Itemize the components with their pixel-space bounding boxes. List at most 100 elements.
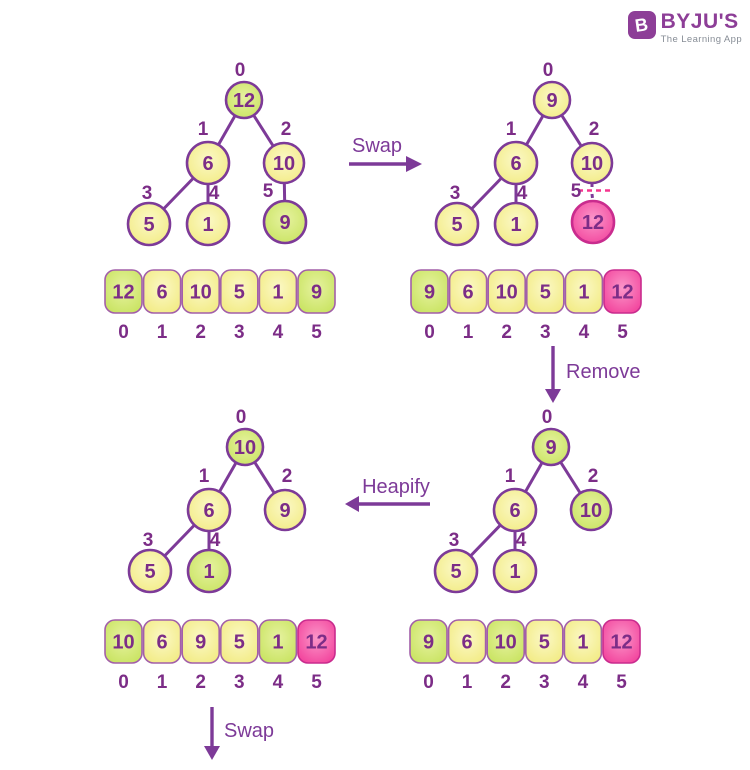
array-cell-value: 9 [311, 282, 322, 304]
array-cell-value: 5 [234, 282, 245, 304]
array-cell-value: 1 [578, 282, 589, 304]
array-index-label: 3 [540, 322, 551, 343]
tree-node [262, 141, 306, 185]
array-cell [563, 619, 603, 664]
array-cell-value: 9 [195, 632, 206, 654]
array-index-label: 2 [195, 672, 206, 693]
arrow-label: Remove [566, 361, 640, 383]
tree-node [185, 201, 231, 247]
tree-node-value: 1 [203, 561, 214, 583]
array-index-label: 1 [157, 672, 168, 693]
array-cell-value: 5 [540, 282, 551, 304]
node-index-label: 2 [588, 466, 599, 487]
array-cell [104, 619, 143, 664]
tree-node [263, 488, 307, 532]
node-index-label: 4 [210, 530, 221, 551]
arrow-head [545, 389, 561, 403]
array-cell [447, 619, 487, 664]
array-cell [410, 269, 449, 314]
array-cell [297, 619, 336, 664]
array-cell [220, 619, 259, 664]
tree-node-value: 5 [144, 561, 155, 583]
tree-node-value: 9 [279, 212, 290, 234]
array-index-label: 4 [273, 322, 284, 343]
array-cell [486, 619, 526, 664]
array-cell [104, 269, 143, 314]
array-cell-value: 9 [424, 282, 435, 304]
array-index-label: 3 [234, 322, 245, 343]
array-index-label: 5 [617, 322, 628, 343]
array-cell [409, 619, 448, 664]
arrow-swap-0: Swap [349, 135, 422, 172]
node-index-label: 3 [450, 183, 461, 204]
arrow-swap-3: Swap [204, 707, 274, 760]
array-cell [448, 269, 488, 314]
array-cell-value: 5 [539, 632, 550, 654]
tree-node-value: 9 [279, 500, 290, 522]
array-cell-value: 6 [157, 282, 168, 304]
array-cell-value: 5 [234, 632, 245, 654]
arrow-label: Heapify [362, 476, 430, 498]
node-index-label: 4 [516, 530, 527, 551]
array-index-label: 4 [579, 322, 590, 343]
array-cell [297, 269, 336, 314]
arrow-label: Swap [224, 720, 274, 742]
array-cell-value: 10 [112, 632, 134, 654]
array-index-label: 1 [463, 322, 474, 343]
arrow-remove-1: Remove [545, 346, 640, 403]
node-index-label: 1 [505, 466, 516, 487]
array-cell-value: 12 [305, 632, 327, 654]
node-index-label: 3 [449, 530, 460, 551]
arrow-head [345, 496, 359, 512]
array-cell [525, 269, 565, 314]
tree-node-value: 5 [451, 214, 462, 236]
tree-node-value: 10 [234, 437, 256, 459]
array-cell-value: 6 [157, 632, 168, 654]
array-index-label: 5 [311, 322, 322, 343]
node-index-label: 1 [198, 119, 209, 140]
array-index-label: 4 [273, 672, 284, 693]
array-index-label: 2 [501, 322, 512, 343]
tree-node-value: 1 [510, 214, 521, 236]
array-index-label: 2 [195, 322, 206, 343]
arrow-heapify-2: Heapify [345, 476, 430, 512]
array-index-label: 1 [157, 322, 168, 343]
array-index-label: 0 [423, 672, 434, 693]
tree-node [434, 201, 480, 247]
node-index-label: 0 [543, 60, 554, 81]
array-cell [602, 619, 641, 664]
array-cell-value: 10 [496, 282, 518, 304]
byjus-tagline-text: The Learning App [660, 34, 742, 45]
tree-node [570, 199, 616, 245]
tree-node-value: 12 [582, 212, 604, 234]
node-index-label: 5 [263, 181, 274, 202]
array-index-label: 1 [462, 672, 473, 693]
tree-node [569, 488, 613, 532]
tree-node-value: 6 [509, 500, 520, 522]
array-cell-value: 6 [462, 632, 473, 654]
array-cell-value: 1 [272, 632, 283, 654]
array-cell [258, 619, 298, 664]
arrow-head [204, 746, 220, 760]
tree-node [492, 487, 538, 533]
array-cell [142, 619, 182, 664]
arrow-label: Swap [352, 135, 402, 157]
array-cell [258, 269, 298, 314]
node-index-label: 4 [209, 183, 220, 204]
tree-node-value: 6 [202, 153, 213, 175]
tree-node-value: 9 [545, 437, 556, 459]
array-index-label: 0 [118, 672, 129, 693]
array-cell [564, 269, 604, 314]
array-index-label: 3 [234, 672, 245, 693]
node-index-label: 1 [199, 466, 210, 487]
array-cell [220, 269, 259, 314]
node-index-label: 2 [589, 119, 600, 140]
array-index-label: 2 [500, 672, 511, 693]
